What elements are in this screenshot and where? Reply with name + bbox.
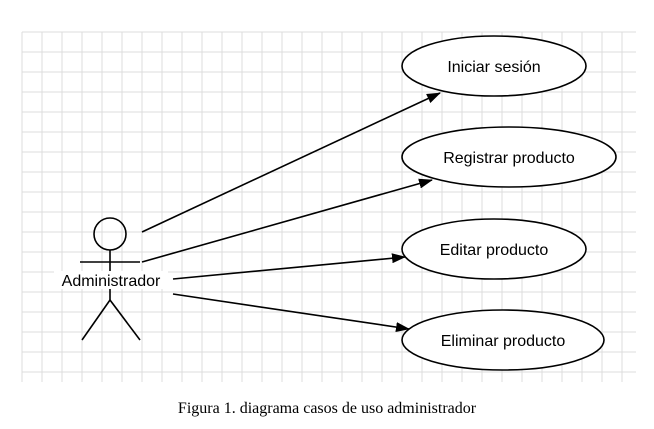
- use-case-label: Editar producto: [440, 242, 549, 259]
- actor-left-leg: [81, 299, 111, 341]
- use-case-label: Registrar producto: [443, 150, 575, 167]
- actor-label: Administrador: [62, 273, 161, 290]
- association-iniciar-sesion: [141, 92, 441, 233]
- use-case-eliminar-producto: Eliminar producto: [401, 309, 605, 371]
- associations: [141, 92, 441, 333]
- figure-caption: Figura 1. diagrama casos de uso administ…: [177, 400, 477, 417]
- use-case-ellipse: [401, 35, 587, 97]
- association-registrar-producto: [141, 178, 433, 263]
- use-case-registrar-producto: Registrar producto: [401, 126, 617, 188]
- association-editar-producto: [172, 253, 406, 280]
- actor-right-leg: [109, 299, 141, 341]
- use-case-ellipse: [401, 126, 617, 188]
- use-case-iniciar-sesion: Iniciar sesión: [401, 35, 587, 97]
- use-case-ellipse: [401, 309, 605, 371]
- use-case-editar-producto: Editar producto: [401, 218, 587, 280]
- association-eliminar-producto: [172, 293, 410, 333]
- use-case-label: Iniciar sesión: [447, 59, 540, 76]
- actor-administrador: Administrador: [54, 217, 168, 341]
- use-case-label: Eliminar producto: [441, 333, 566, 350]
- use-case-ellipse: [401, 218, 587, 280]
- actor-label-background: [54, 271, 168, 289]
- actor-head: [93, 217, 127, 251]
